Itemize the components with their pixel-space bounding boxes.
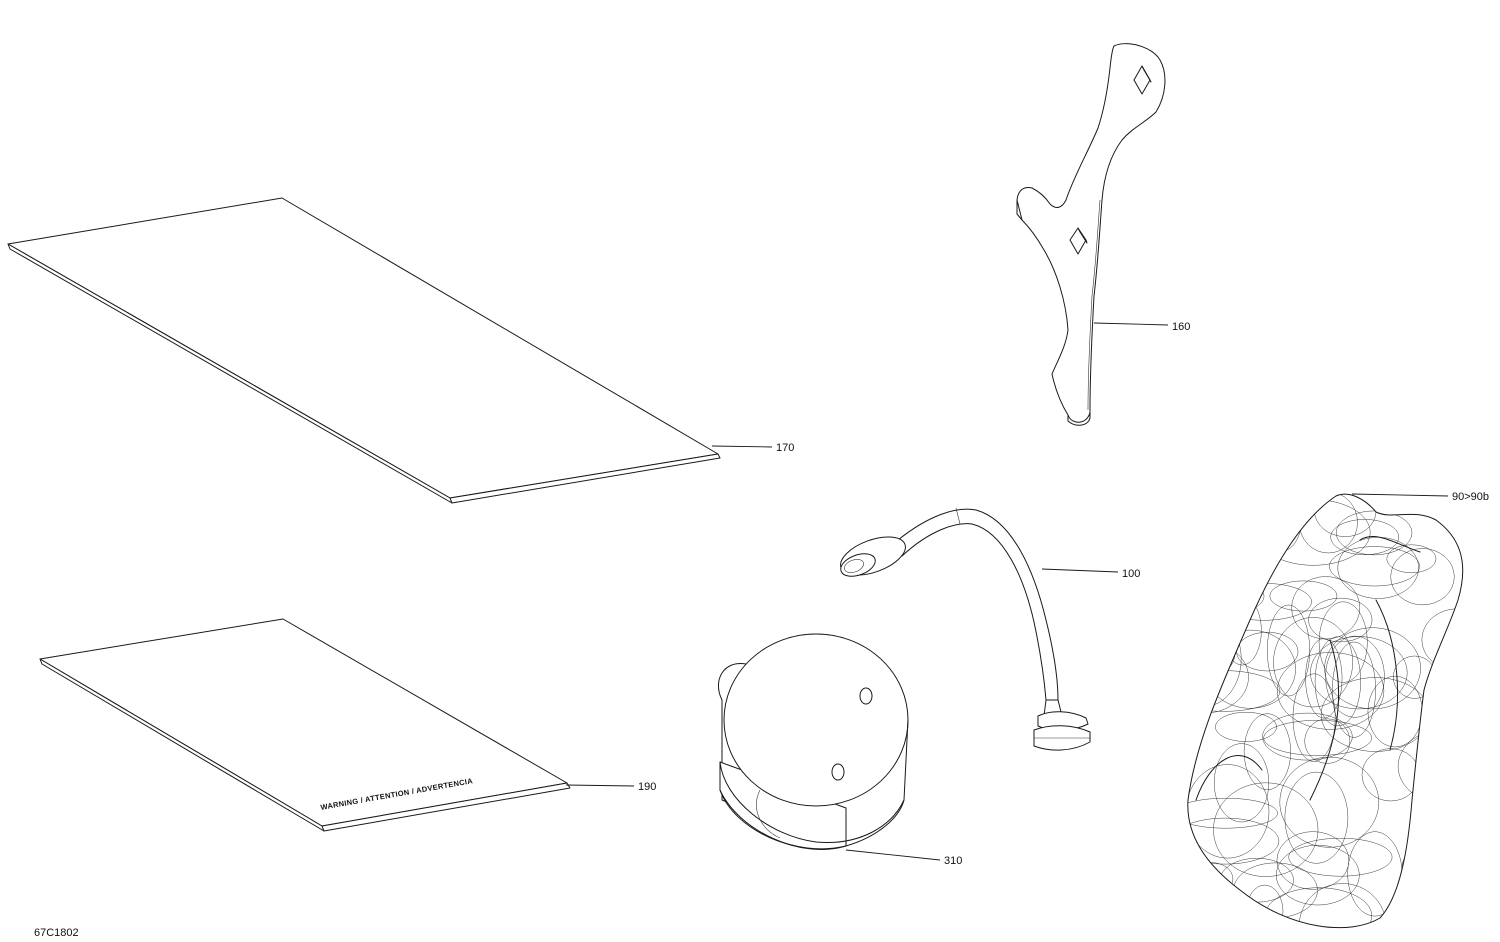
callout-100: 100 [1122,568,1140,580]
mesh-loop [1187,797,1278,829]
mesh-loop [1269,580,1338,612]
mesh-loop [1213,743,1270,823]
mesh-loop [1324,627,1421,710]
leader-170 [711,445,773,448]
part-160-wrench [1016,43,1166,426]
part-170-sheet [7,197,721,504]
mesh-loop [1284,771,1349,864]
mesh-loop [1292,673,1336,762]
mesh-loop [1401,833,1463,907]
mesh-loop [1213,782,1319,877]
callout-310: 310 [944,855,962,867]
mesh-loop [1187,817,1280,865]
mesh-loop [1279,756,1380,848]
mesh-loop [1390,548,1455,606]
mesh-loop [1236,631,1299,672]
mesh-loop [1191,578,1265,614]
mesh-loop [1332,641,1376,738]
mesh-loop [1439,693,1463,749]
mesh-loop [1329,546,1420,587]
mesh-loop [1262,712,1353,761]
part-190-sheet: WARNING / ATTENTION / ADVERTENCIA [39,618,571,832]
leader-100 [1041,568,1119,573]
mesh-loop [1187,628,1236,678]
leader-310 [845,849,941,861]
mesh-loop [1187,764,1270,859]
mesh-loop [1273,617,1353,708]
callout-170: 170 [776,442,794,454]
callout-160: 160 [1172,321,1190,333]
part-310-puck [717,633,909,850]
mesh-loop [1310,636,1408,710]
mesh-loop [1318,601,1368,683]
mesh-loop [1386,544,1437,574]
leader-190 [565,784,635,787]
mesh-loop [1215,711,1277,742]
drawing-id: 67C1802 [34,927,79,939]
mesh-loop [1267,604,1310,697]
callout-190: 190 [638,781,656,793]
mesh-loop [1291,576,1361,640]
part-100-flex-lamp [840,507,1091,751]
callout-90: 90>90b [1452,491,1489,503]
mesh-loop [1304,718,1351,764]
leader-90 [1351,493,1449,497]
mesh-loop [1314,636,1361,727]
mesh-loop [1263,720,1372,756]
mesh-loop [1330,519,1400,556]
mesh-loop [1277,652,1385,730]
mesh-loop [1288,837,1393,877]
mesh-loop [1201,901,1274,928]
mesh-loop [1187,494,1296,569]
mesh-loop [1215,501,1259,532]
mesh-loop [1427,736,1463,788]
mesh-loop [1308,597,1373,643]
part-90-mesh-bag [1187,493,1464,929]
mesh-loop [1335,510,1413,556]
mesh-loop [1243,713,1291,791]
leader-160 [1093,322,1169,326]
mesh-loop [1404,861,1463,928]
mesh-loop [1187,528,1244,605]
mesh-loop [1418,724,1463,765]
